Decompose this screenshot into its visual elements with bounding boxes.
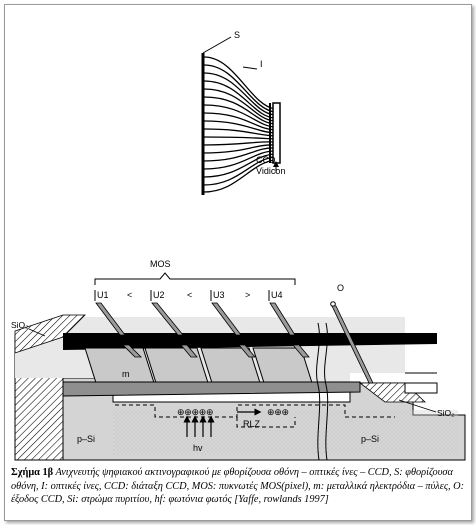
relation-2: <: [187, 290, 192, 300]
break-line: [316, 322, 321, 461]
electrode-u1: U1: [97, 290, 109, 300]
label-hv: hv: [193, 443, 203, 453]
fiber-optic-diagram: S I CCD Vidicon: [201, 30, 285, 195]
electrode-u2: U2: [153, 290, 165, 300]
relation-3: >: [245, 290, 250, 300]
label-psi-left: p–Si: [77, 434, 95, 444]
label-rlz: RLZ: [243, 419, 261, 429]
label-s: S: [234, 30, 240, 40]
label-sio2-right: SiO₂: [437, 408, 454, 418]
caption-text: Ανιχνευτής ψηφιακού ακτινογραφικού με φθ…: [11, 467, 465, 505]
label-m: m: [122, 369, 130, 379]
ccd-sensor: [272, 102, 281, 164]
output-lead: [331, 305, 374, 384]
label-o: O: [337, 283, 344, 293]
gate-bar: [63, 333, 437, 350]
electrode-u3: U3: [213, 290, 225, 300]
electrode-leads: [95, 302, 310, 358]
figure-frame: S I CCD Vidicon MOS U1 < U2 < U3 > U4: [4, 4, 472, 521]
charges-left: ⊕⊕⊕⊕⊕: [177, 407, 213, 417]
electrode-u4: U4: [271, 290, 283, 300]
ccd-cross-section: MOS U1 < U2 < U3 > U4 O: [11, 259, 466, 461]
figure-caption: Σχήμα 1β Ανιχνευτής ψηφιακού ακτινογραφι…: [11, 466, 467, 507]
charges-right: ⊕⊕⊕: [267, 407, 289, 417]
electrode-labels: U1 < U2 < U3 > U4: [94, 290, 283, 301]
plate-1: [84, 347, 156, 387]
fiber-leader: [242, 66, 258, 70]
label-i: I: [260, 59, 263, 69]
relation-1: <: [127, 290, 132, 300]
screen-leader: [202, 36, 232, 54]
sio2-layer-left: [14, 314, 86, 354]
pixel-plates: [84, 347, 314, 387]
depletion-region: [115, 404, 395, 418]
figure-drawing: S I CCD Vidicon MOS U1 < U2 < U3 > U4: [11, 30, 466, 461]
label-vidicon: Vidicon: [256, 166, 285, 176]
mos-brace: [94, 272, 296, 285]
caption-label: Σχήμα 1β: [11, 467, 54, 478]
label-psi-right: p–Si: [361, 434, 379, 444]
label-sio2-left: SiO₂: [11, 320, 28, 330]
label-mos: MOS: [150, 259, 171, 269]
metal-bar: [62, 381, 361, 397]
label-ccd: CCD: [256, 155, 276, 165]
photon-arrows: [183, 415, 215, 437]
